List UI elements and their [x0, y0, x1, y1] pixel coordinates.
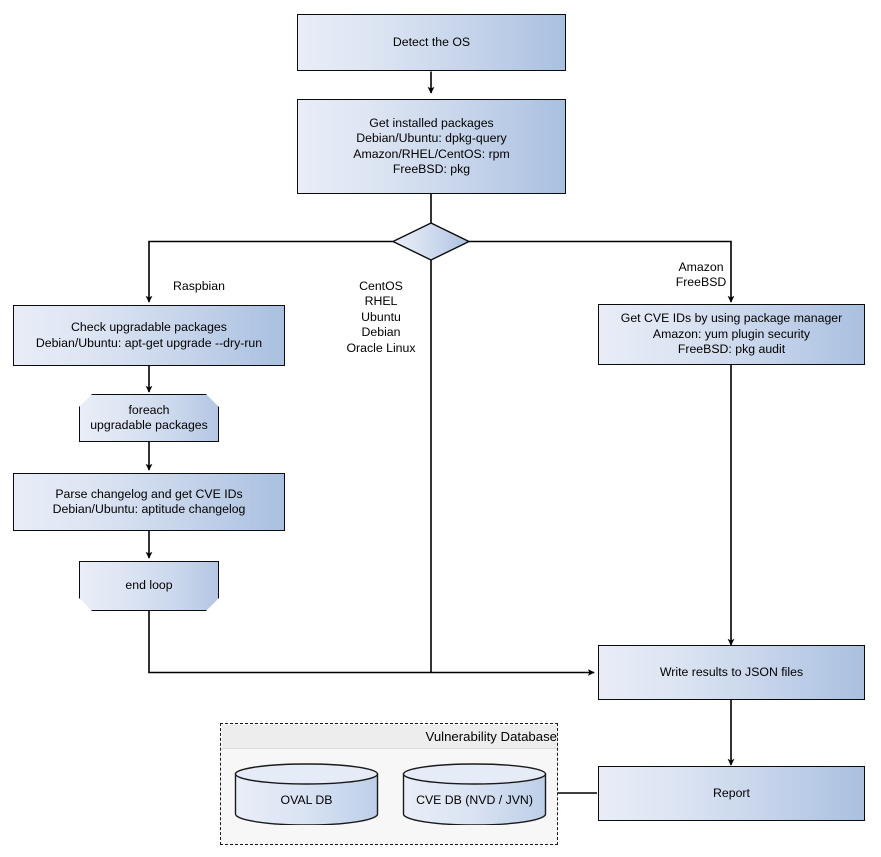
edge-label-right-branch-text: Amazon FreeBSD	[675, 259, 727, 290]
node-parse-changelog-label: Parse changelog and get CVE IDs Debian/U…	[52, 486, 246, 517]
oval-db-shape	[234, 763, 379, 826]
node-get-installed-packages[interactable]: Get installed packages Debian/Ubuntu: dp…	[297, 99, 566, 194]
node-get-installed-packages-label: Get installed packages Debian/Ubuntu: dp…	[353, 115, 510, 177]
node-write-results-json[interactable]: Write results to JSON files	[598, 645, 865, 700]
node-get-cve-ids-label: Get CVE IDs by using package manager Ama…	[620, 311, 843, 357]
node-detect-os-label: Detect the OS	[392, 34, 471, 49]
node-decision[interactable]	[393, 223, 469, 260]
edge-label-left-branch: Raspbian	[109, 263, 289, 294]
node-parse-changelog[interactable]: Parse changelog and get CVE IDs Debian/U…	[13, 473, 285, 531]
edge-label-right-branch: Amazon FreeBSD	[621, 244, 781, 291]
node-end-loop-label: end loop	[125, 578, 173, 593]
database-cylinder-oval[interactable]: OVAL DB	[234, 763, 379, 826]
vulnerability-database-title: Vulnerability Database	[425, 729, 557, 744]
node-foreach-loop-label: foreach upgradable packages	[90, 402, 208, 432]
node-check-upgradable-packages[interactable]: Check upgradable packages Debian/Ubuntu:…	[13, 305, 285, 366]
edge-label-center-branch: CentOS RHEL Ubuntu Debian Oracle Linux	[331, 263, 431, 356]
cve-db-label: CVE DB (NVD / JVN)	[416, 793, 533, 807]
node-end-loop[interactable]: end loop	[79, 561, 219, 611]
oval-db-label: OVAL DB	[280, 793, 333, 807]
node-foreach-loop[interactable]: foreach upgradable packages	[79, 394, 219, 442]
database-cylinder-cve[interactable]: CVE DB (NVD / JVN)	[402, 763, 547, 826]
edge-label-center-branch-text: CentOS RHEL Ubuntu Debian Oracle Linux	[346, 278, 416, 355]
cve-db-shape	[402, 763, 547, 826]
node-check-upgradable-packages-label: Check upgradable packages Debian/Ubuntu:…	[35, 320, 263, 350]
node-report-label: Report	[713, 785, 750, 800]
node-get-cve-ids[interactable]: Get CVE IDs by using package manager Ama…	[598, 304, 865, 365]
vulnerability-database-group-header: Vulnerability Database	[222, 725, 557, 749]
node-detect-os[interactable]: Detect the OS	[297, 14, 566, 71]
node-report[interactable]: Report	[598, 766, 865, 821]
edge-label-left-branch-text: Raspbian	[173, 278, 225, 293]
node-write-results-json-label: Write results to JSON files	[659, 664, 804, 679]
